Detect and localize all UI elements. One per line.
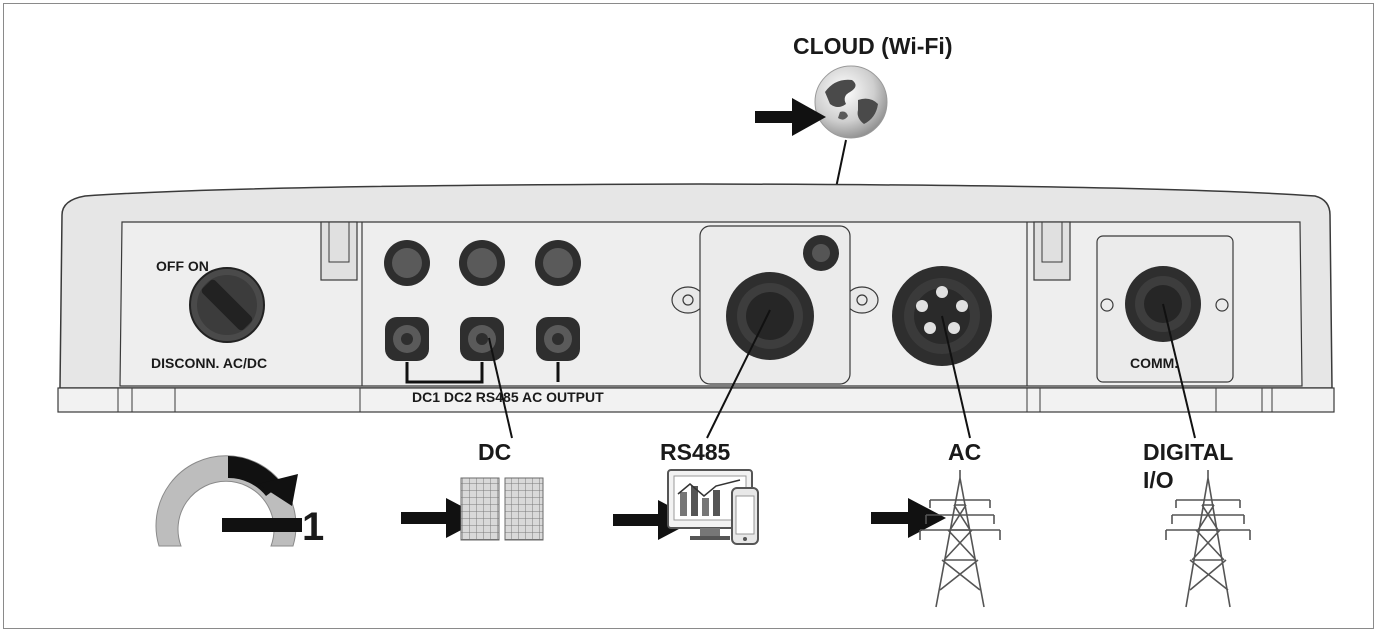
ac-pylon-icon bbox=[919, 470, 1001, 608]
rs485-label: RS485 bbox=[660, 439, 731, 465]
rotate-switch-icon bbox=[155, 455, 302, 547]
rs485-leader-line bbox=[706, 309, 771, 439]
connector-top-1[interactable] bbox=[384, 240, 430, 286]
disconnect-switch-knob[interactable] bbox=[189, 267, 265, 343]
ac-leader-line bbox=[941, 315, 971, 439]
dc-connector-block bbox=[384, 240, 581, 384]
dc-bracket bbox=[405, 362, 484, 384]
ac-arrow-icon bbox=[871, 498, 946, 538]
connector-dc2[interactable] bbox=[460, 317, 504, 361]
ac-label: AC bbox=[948, 439, 981, 465]
solar-panel-icon bbox=[460, 477, 544, 541]
digital-io-pylon-icon bbox=[1165, 470, 1251, 608]
off-on-label: OFF ON bbox=[156, 258, 209, 274]
digital-io-leader-line bbox=[1162, 303, 1196, 439]
connector-dc1[interactable] bbox=[385, 317, 429, 361]
digital-label: DIGITAL bbox=[1143, 439, 1233, 465]
switch-number: 1 bbox=[302, 505, 324, 549]
disconnect-label: DISCONN. AC/DC bbox=[151, 355, 267, 371]
connector-rs485-ac-out[interactable] bbox=[536, 317, 580, 361]
wifi-antenna-port[interactable] bbox=[803, 235, 839, 271]
connector-top-3[interactable] bbox=[535, 240, 581, 286]
phone-icon bbox=[731, 487, 759, 545]
cloud-arrow-icon bbox=[755, 98, 826, 136]
rs485-port[interactable] bbox=[726, 272, 814, 360]
dc-label: DC bbox=[478, 439, 511, 465]
connector-top-2[interactable] bbox=[459, 240, 505, 286]
port-row-label: DC1 DC2 RS485 AC OUTPUT bbox=[412, 389, 604, 405]
cloud-label: CLOUD (Wi-Fi) bbox=[793, 33, 952, 59]
globe-icon bbox=[814, 65, 888, 139]
comm-label: COMM. bbox=[1130, 355, 1178, 371]
io-label: I/O bbox=[1143, 467, 1174, 493]
dc-leader-line bbox=[488, 337, 513, 439]
